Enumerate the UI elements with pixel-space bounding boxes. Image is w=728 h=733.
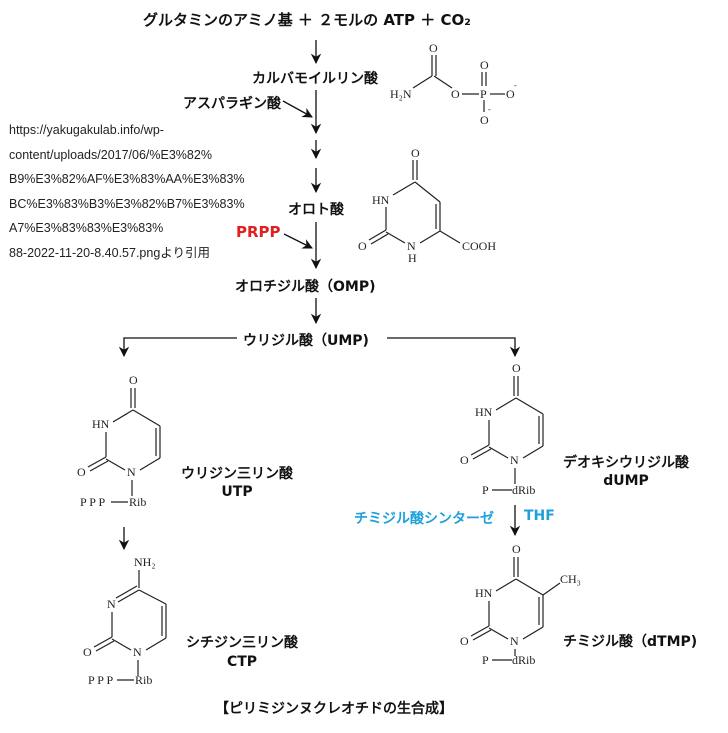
branch-right xyxy=(387,337,521,358)
atom-ppp: P P P xyxy=(88,673,113,687)
carbamoyl-phosphate-structure: H₂N O O P O O - O - xyxy=(390,41,517,127)
atom-p: P xyxy=(482,653,489,667)
title-reactants: グルタミンのアミノ基 ＋ ２モルの ATP ＋ CO₂ xyxy=(143,11,471,29)
atom-n: N xyxy=(510,634,519,648)
atom-n: N xyxy=(127,465,136,479)
atom-ppp: P P P xyxy=(80,495,105,509)
caption: 【ピリミジンヌクレオチドの生合成】 xyxy=(215,701,453,717)
atom-o: O xyxy=(460,634,469,648)
atom-o: O xyxy=(83,645,92,659)
label-orotate: オロト酸 xyxy=(288,202,344,218)
atom-p: P xyxy=(482,483,489,497)
atom-o: O xyxy=(451,87,460,101)
label-omp: オロチジル酸（OMP) xyxy=(235,279,376,295)
atom-o: O xyxy=(512,542,521,556)
atom-o: O xyxy=(506,87,515,101)
ctp-structure: NH₂ N O N P P P Rib xyxy=(83,555,167,687)
label-utp-abbr: UTP xyxy=(221,484,253,500)
atom-p: P xyxy=(480,87,487,101)
charge: - xyxy=(488,105,491,114)
charge: - xyxy=(514,81,517,90)
label-ump: ウリジル酸（UMP) xyxy=(243,333,369,349)
atom-hn: HN xyxy=(475,586,493,600)
arrow-aspartate-in xyxy=(282,100,313,118)
source-line: 88-2022-11-20-8.40.57.pngより引用 xyxy=(9,245,211,260)
atom-n: N xyxy=(510,453,519,467)
utp-structure: O HN O N P P P Rib xyxy=(77,373,161,509)
atom-drib: dRib xyxy=(512,483,535,497)
atom-h2n: H₂N xyxy=(390,87,412,101)
atom-hn: HN xyxy=(475,405,493,419)
label-dump-name: デオキシウリジル酸 xyxy=(563,455,689,471)
label-enzyme: チミジル酸シンターゼ xyxy=(354,511,494,527)
atom-h: H xyxy=(408,251,417,265)
dtmp-structure: O HN O N CH₃ P dRib xyxy=(460,542,581,667)
source-line: A7%E3%83%83%E3%83% xyxy=(9,221,164,235)
label-dtmp: チミジル酸（dTMP) xyxy=(563,634,698,650)
source-citation: https://yakugakulab.info/wp- content/upl… xyxy=(9,118,245,265)
atom-hn: HN xyxy=(372,193,390,207)
atom-o: O xyxy=(129,373,138,387)
source-line: B9%E3%82%AF%E3%83%AA%E3%83% xyxy=(9,172,245,186)
atom-o: O xyxy=(512,361,521,375)
atom-o: O xyxy=(429,41,438,55)
atom-rib: Rib xyxy=(135,673,152,687)
atom-rib: Rib xyxy=(129,495,146,509)
atom-n: N xyxy=(407,239,416,253)
label-dump-abbr: dUMP xyxy=(603,473,649,489)
label-cofactor: THF xyxy=(524,508,555,524)
source-line: BC%E3%83%B3%E3%82%B7%E3%83% xyxy=(9,196,245,211)
atom-o: O xyxy=(77,465,86,479)
arrow-prpp-in xyxy=(283,233,313,249)
atom-n: N xyxy=(133,645,142,659)
branch-left xyxy=(118,337,237,358)
label-ctp-abbr: CTP xyxy=(226,654,258,670)
label-carbamoyl-phosphate: カルバモイルリン酸 xyxy=(252,71,378,87)
atom-o: O xyxy=(411,146,420,160)
label-aspartate: アスパラギン酸 xyxy=(183,96,281,112)
atom-nh2: NH₂ xyxy=(134,555,156,569)
atom-drib: dRib xyxy=(512,653,535,667)
atom-o: O xyxy=(480,113,489,127)
atom-o: O xyxy=(460,453,469,467)
atom-cooh: COOH xyxy=(462,239,496,253)
label-ctp-name: シチジン三リン酸 xyxy=(186,635,298,651)
atom-ch3: CH₃ xyxy=(560,572,581,586)
atom-o: O xyxy=(480,58,489,72)
source-line: content/uploads/2017/06/%E3%82% xyxy=(9,147,212,162)
atom-o: O xyxy=(358,239,367,253)
atom-n: N xyxy=(107,597,116,611)
label-prpp: PRPP xyxy=(236,223,281,241)
atom-hn: HN xyxy=(92,417,110,431)
label-utp-name: ウリジン三リン酸 xyxy=(181,466,293,482)
dump-structure: O HN O N P dRib xyxy=(460,361,544,497)
source-line: https://yakugakulab.info/wp- xyxy=(9,123,164,137)
orotate-structure: O HN O N H COOH xyxy=(358,146,496,265)
